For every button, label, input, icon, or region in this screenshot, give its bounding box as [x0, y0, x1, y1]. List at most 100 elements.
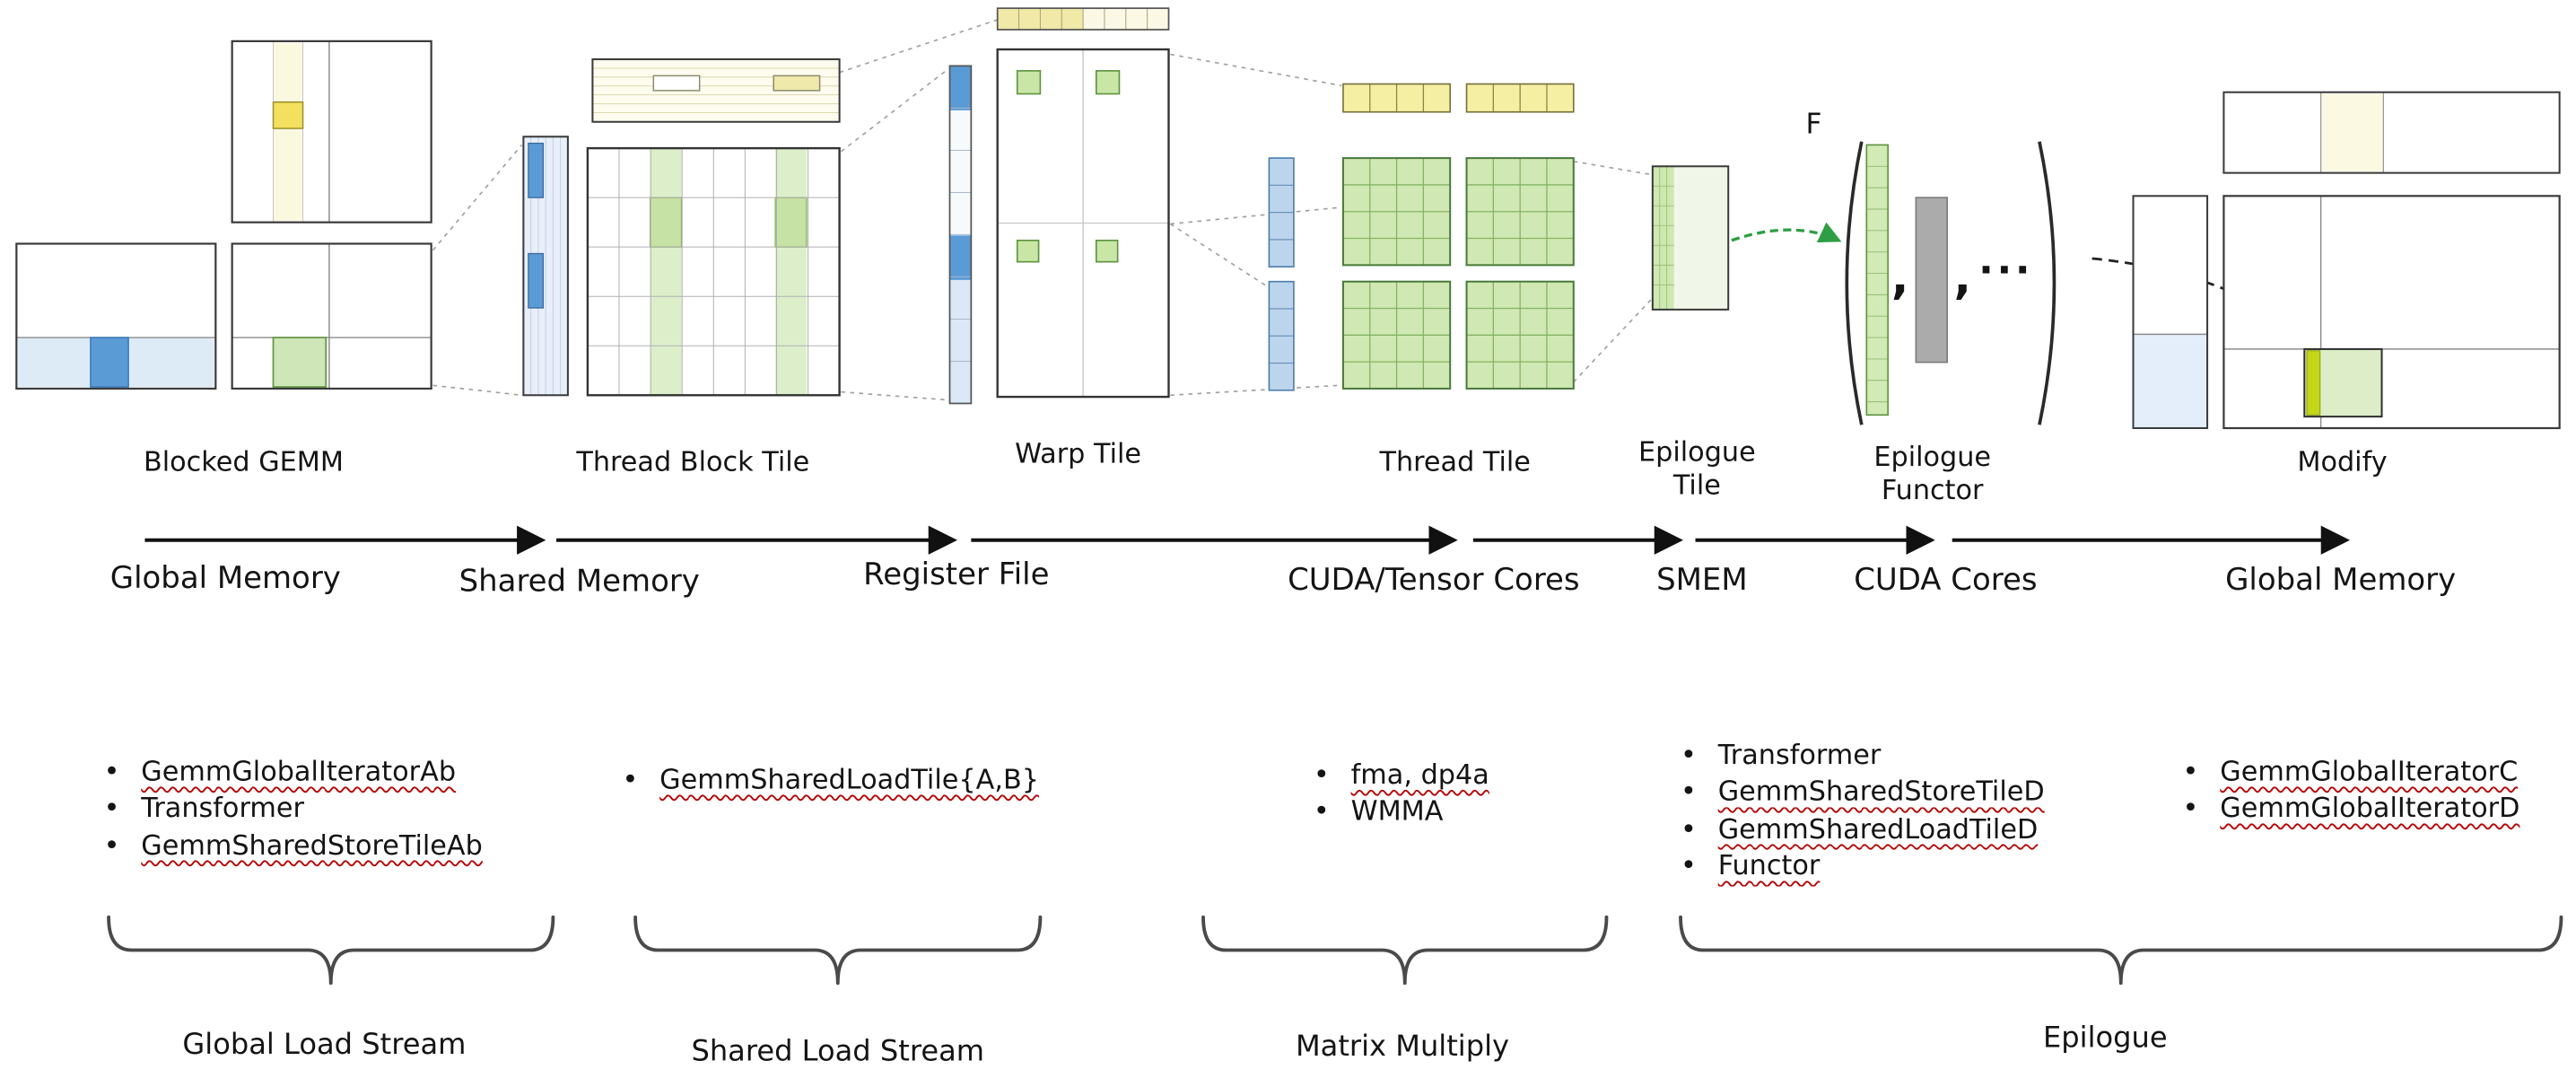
functor-ellipsis-glyph: ...	[1978, 237, 2034, 284]
list-item: fma, dp4a	[1314, 758, 1489, 794]
warp-b-fragment-strip	[996, 7, 1170, 31]
warp-tile-figure	[948, 7, 1170, 405]
epilogue-main-list: Transformer GemmSharedStoreTileD GemmSha…	[1681, 738, 2045, 885]
blocked-gemm-label: Blocked GEMM	[143, 446, 345, 478]
list-item: GemmSharedStoreTileAb	[104, 828, 483, 864]
bullet-icon	[2183, 754, 2199, 791]
brace-label-epilogue: Epilogue	[2043, 1022, 2168, 1056]
modify-figure	[2132, 91, 2561, 430]
bullet-icon	[104, 828, 120, 864]
blocked-gemm-matrix-c	[231, 242, 432, 390]
thread-block-tile-figure	[522, 58, 841, 397]
stage-label-cuda-tensor-cores: CUDA/Tensor Cores	[1288, 563, 1580, 598]
brace-label-global-load-stream: Global Load Stream	[182, 1029, 467, 1063]
list-item: Transformer	[1681, 738, 2045, 775]
stage-label-global-memory-left: Global Memory	[109, 561, 341, 597]
functor-comma-glyph: ,	[1891, 250, 1909, 305]
list-item-text: WMMA	[1350, 795, 1444, 828]
list-item: GemmSharedStoreTileD	[1681, 775, 2045, 811]
epilogue-tile-label: Epilogue Tile	[1638, 436, 1756, 501]
list-item-text: Functor	[1717, 850, 1821, 881]
list-item: GemmSharedLoadTile{A,B}	[622, 762, 1039, 799]
functor-operand-column	[1915, 197, 1949, 364]
bullet-icon	[1681, 775, 1697, 811]
modify-matrix-a-partial	[2132, 195, 2209, 429]
global-load-list: GemmGlobalIteratorAb Transformer GemmSha…	[104, 754, 483, 864]
bullet-icon	[622, 762, 638, 799]
list-item-text: GemmSharedLoadTileD	[1717, 812, 2039, 845]
blocked-gemm-figure	[15, 39, 432, 390]
bullet-icon	[1681, 811, 1697, 848]
thread-tile-b-strip	[1465, 83, 1575, 113]
warp-a-fragment-strip	[948, 65, 973, 405]
list-item: GemmGlobalIteratorD	[2183, 791, 2520, 828]
brace-label-shared-load-stream: Shared Load Stream	[691, 1035, 985, 1069]
list-item: Transformer	[104, 791, 483, 828]
functor-to-modify-arrow	[2091, 257, 2312, 341]
blocked-gemm-matrix-b	[231, 39, 432, 224]
warp-accumulator-grid	[996, 48, 1170, 399]
brace-matrix-multiply	[1201, 915, 1609, 986]
epilogue-tile-label-line2: Tile	[1672, 468, 1721, 500]
group-braces	[107, 915, 2563, 986]
thread-tile-b-strip	[1342, 83, 1452, 113]
matrix-multiply-list: fma, dp4a WMMA	[1314, 758, 1489, 831]
list-item-text: GemmSharedLoadTile{A,B}	[659, 764, 1039, 796]
list-item-text: fma, dp4a	[1350, 758, 1489, 791]
thread-tile-a-strip	[1268, 280, 1295, 391]
brace-global-load-stream	[107, 915, 555, 986]
epilogue-functor-label: Epilogue Functor	[1873, 442, 1991, 506]
bullet-icon	[1314, 758, 1330, 794]
thread-tile-label: Thread Tile	[1379, 446, 1531, 478]
epilogue-functor-label-line2: Functor	[1881, 473, 1984, 505]
list-item-text: GemmGlobalIteratorC	[2220, 756, 2519, 787]
bullet-icon	[104, 791, 120, 828]
brace-label-matrix-multiply: Matrix Multiply	[1295, 1030, 1510, 1065]
list-item: WMMA	[1314, 794, 1489, 831]
list-item-text: Transformer	[141, 793, 304, 824]
stage-label-shared-memory: Shared Memory	[458, 565, 700, 600]
thread-tile-c-grid	[1341, 280, 1452, 390]
shared-load-list: GemmSharedLoadTile{A,B}	[622, 762, 1039, 799]
thread-tile-c-grid	[1465, 280, 1575, 390]
epilogue-functor-figure	[1845, 141, 2056, 425]
epilogue-tile-label-line1: Epilogue	[1638, 436, 1756, 468]
blocked-gemm-matrix-a	[15, 242, 217, 390]
list-item-text: Transformer	[1717, 739, 1882, 771]
functor-comma-glyph: ,	[1953, 250, 1972, 305]
tbt-a-smem-strip	[522, 136, 569, 397]
dotted-connectors	[432, 19, 1652, 401]
epilogue-right-list: GemmGlobalIteratorC GemmGlobalIteratorD	[2183, 754, 2520, 828]
tbt-b-smem-strip	[591, 58, 841, 123]
epilogue-tile-figure	[1651, 165, 1730, 311]
list-item-text: GemmGlobalIteratorD	[2220, 793, 2520, 824]
functor-accumulator-column	[1865, 144, 1889, 416]
stage-label-cuda-cores: CUDA Cores	[1854, 563, 2038, 598]
list-item-text: GemmSharedStoreTileAb	[141, 829, 483, 862]
bullet-icon	[2183, 791, 2199, 828]
stage-label-global-memory-right: Global Memory	[2225, 563, 2457, 598]
thread-tile-c-grid	[1465, 157, 1575, 267]
thread-tile-c-grid	[1341, 157, 1452, 267]
modify-label: Modify	[2297, 446, 2388, 478]
right-paren-glyph	[2038, 141, 2056, 425]
warp-tile-label: Warp Tile	[1015, 437, 1142, 469]
list-item-text: GemmGlobalIteratorAb	[141, 756, 457, 787]
modify-matrix-b-partial	[2222, 91, 2561, 174]
epilogue-tile-to-functor-arrow	[1731, 222, 1842, 243]
thread-tile-a-strip	[1268, 157, 1295, 268]
bullet-icon	[104, 754, 120, 791]
functor-f-glyph: F	[1805, 109, 1822, 142]
bullet-icon	[1314, 794, 1330, 831]
thread-tile-figure	[1268, 83, 1575, 391]
list-item: GemmSharedLoadTileD	[1681, 811, 2045, 848]
left-paren-glyph	[1845, 141, 1864, 425]
thread-block-tile-label: Thread Block Tile	[576, 446, 810, 478]
list-item-text: GemmSharedStoreTileD	[1717, 776, 2045, 808]
bullet-icon	[1681, 738, 1697, 775]
brace-shared-load-stream	[633, 915, 1043, 986]
stage-label-register-file: Register File	[863, 557, 1050, 593]
epilogue-functor-label-line1: Epilogue	[1873, 441, 1992, 473]
